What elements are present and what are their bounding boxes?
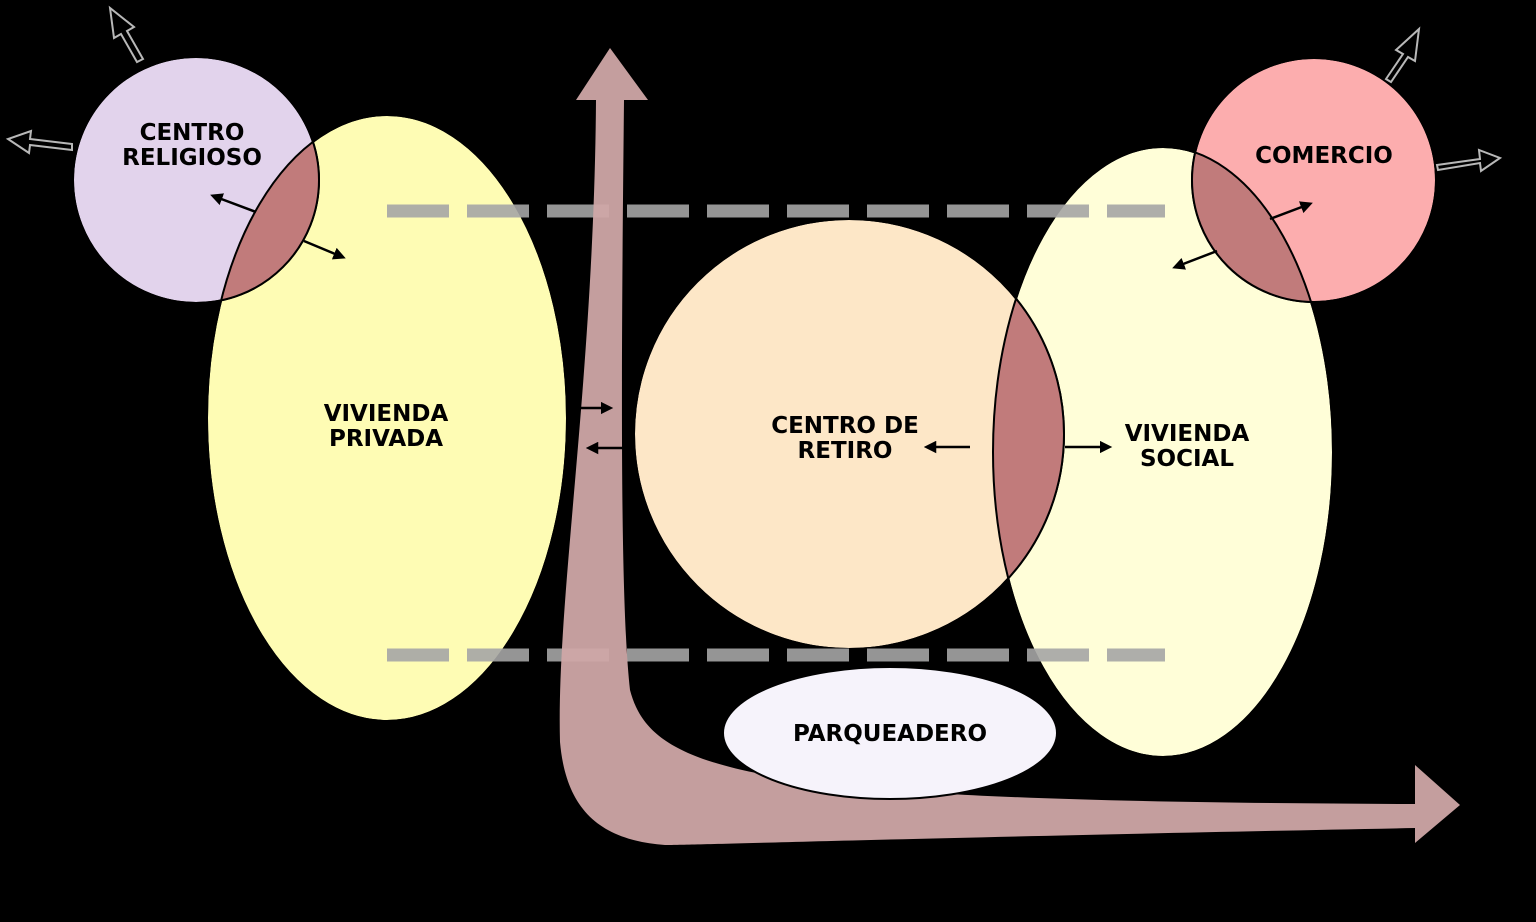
centro-retiro-label-line1: CENTRO DE	[771, 413, 919, 439]
relation-arrows	[210, 193, 1313, 455]
centro-religioso-label-line2: RELIGIOSO	[122, 145, 262, 171]
outward-arrow-nw	[108, 5, 145, 64]
outward-arrow-ne	[1384, 26, 1421, 84]
vivienda-social-label-line2: SOCIAL	[1140, 446, 1234, 472]
parqueadero-label: PARQUEADERO	[793, 721, 987, 747]
comercio-label: COMERCIO	[1255, 143, 1393, 169]
outward-arrow-w	[5, 129, 73, 155]
vivienda-social-label-line1: VIVIENDA	[1125, 421, 1250, 447]
centro-retiro-label-line2: RETIRO	[798, 438, 893, 464]
outward-arrows	[5, 5, 1503, 173]
circulation-flow-arrow	[559, 48, 1460, 845]
vivienda-privada-label-line2: PRIVADA	[329, 426, 443, 452]
centro-religioso-label-line1: CENTRO	[140, 120, 245, 146]
dashed-boundary-lines	[387, 204, 1165, 662]
vivienda-privada-label-line1: VIVIENDA	[324, 401, 449, 427]
outward-arrow-e	[1435, 148, 1503, 173]
parqueadero-zone	[722, 666, 1058, 800]
